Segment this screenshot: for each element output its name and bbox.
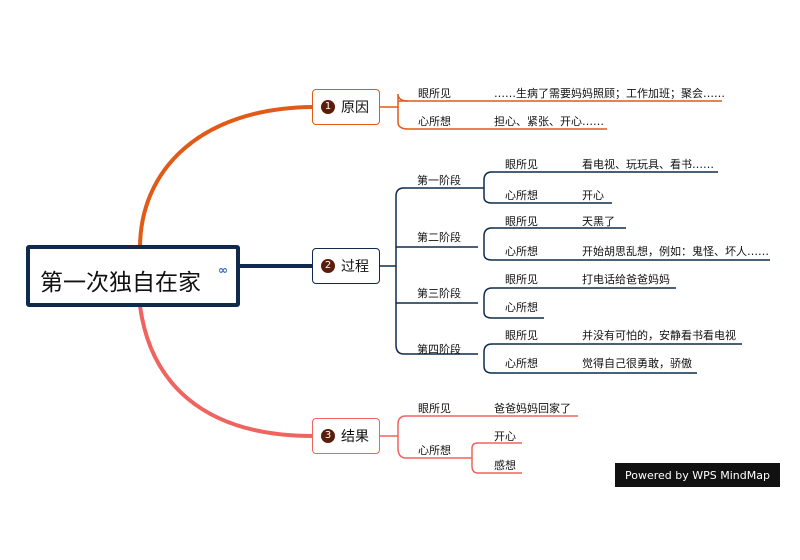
result-think-item: 感想: [494, 459, 516, 472]
branch-root-to-cause: [138, 105, 314, 249]
stage-2-see-label: 眼所见: [505, 215, 538, 228]
stage-1-see-text: 看电视、玩玩具、看书……: [582, 158, 714, 171]
topic-cause[interactable]: 1 原因: [312, 89, 380, 125]
cause-think-label: 心所想: [418, 115, 451, 128]
result-connectors: [380, 415, 578, 474]
watermark-badge[interactable]: Powered by WPS MindMap: [615, 463, 780, 487]
topic-label: 原因: [341, 100, 369, 116]
stage-2-think-label: 心所想: [505, 245, 538, 258]
result-see-label: 眼所见: [418, 402, 451, 415]
topic-process[interactable]: 2 过程: [312, 248, 380, 284]
process-connectors: [380, 171, 770, 374]
stage-1-see-label: 眼所见: [505, 158, 538, 171]
stage-1-label: 第一阶段: [417, 174, 461, 187]
root-title: 第一次独自在家: [40, 270, 201, 296]
stage-2-think-text: 开始胡思乱想，例如：鬼怪、坏人……: [582, 245, 769, 258]
stage-4-see-label: 眼所见: [505, 329, 538, 342]
stage-3-think-label: 心所想: [505, 301, 538, 314]
topic-label: 过程: [341, 259, 369, 275]
result-think-label: 心所想: [418, 444, 451, 457]
cause-think-text: 担心、紧张、开心……: [494, 115, 604, 128]
stage-4-see-text: 并没有可怕的，安静看书看电视: [582, 329, 736, 342]
result-think-item: 开心: [494, 430, 516, 443]
stage-3-label: 第三阶段: [417, 287, 461, 300]
branch-root-to-result: [138, 305, 314, 438]
cause-see-label: 眼所见: [418, 87, 451, 100]
stage-2-see-text: 天黑了: [582, 215, 615, 228]
stage-4-think-text: 觉得自己很勇敢，骄傲: [582, 357, 692, 370]
stage-3-see-text: 打电话给爸爸妈妈: [582, 273, 670, 286]
stage-3-see-label: 眼所见: [505, 273, 538, 286]
link-icon[interactable]: ∞: [218, 263, 228, 277]
cause-connectors: [380, 93, 722, 130]
stage-2-label: 第二阶段: [417, 231, 461, 244]
result-see-text: 爸爸妈妈回家了: [494, 402, 571, 415]
stage-4-think-label: 心所想: [505, 357, 538, 370]
stage-1-think-text: 开心: [582, 189, 604, 202]
topic-result[interactable]: 3 结果: [312, 418, 380, 454]
root-topic[interactable]: 第一次独自在家 ∞: [26, 245, 240, 307]
topic-label: 结果: [341, 429, 369, 445]
stage-4-label: 第四阶段: [417, 343, 461, 356]
topic-number-badge: 3: [321, 429, 335, 443]
cause-see-text: ……生病了需要妈妈照顾；工作加班；聚会……: [494, 87, 725, 100]
topic-number-badge: 1: [321, 100, 335, 114]
stage-1-think-label: 心所想: [505, 189, 538, 202]
topic-number-badge: 2: [321, 259, 335, 273]
